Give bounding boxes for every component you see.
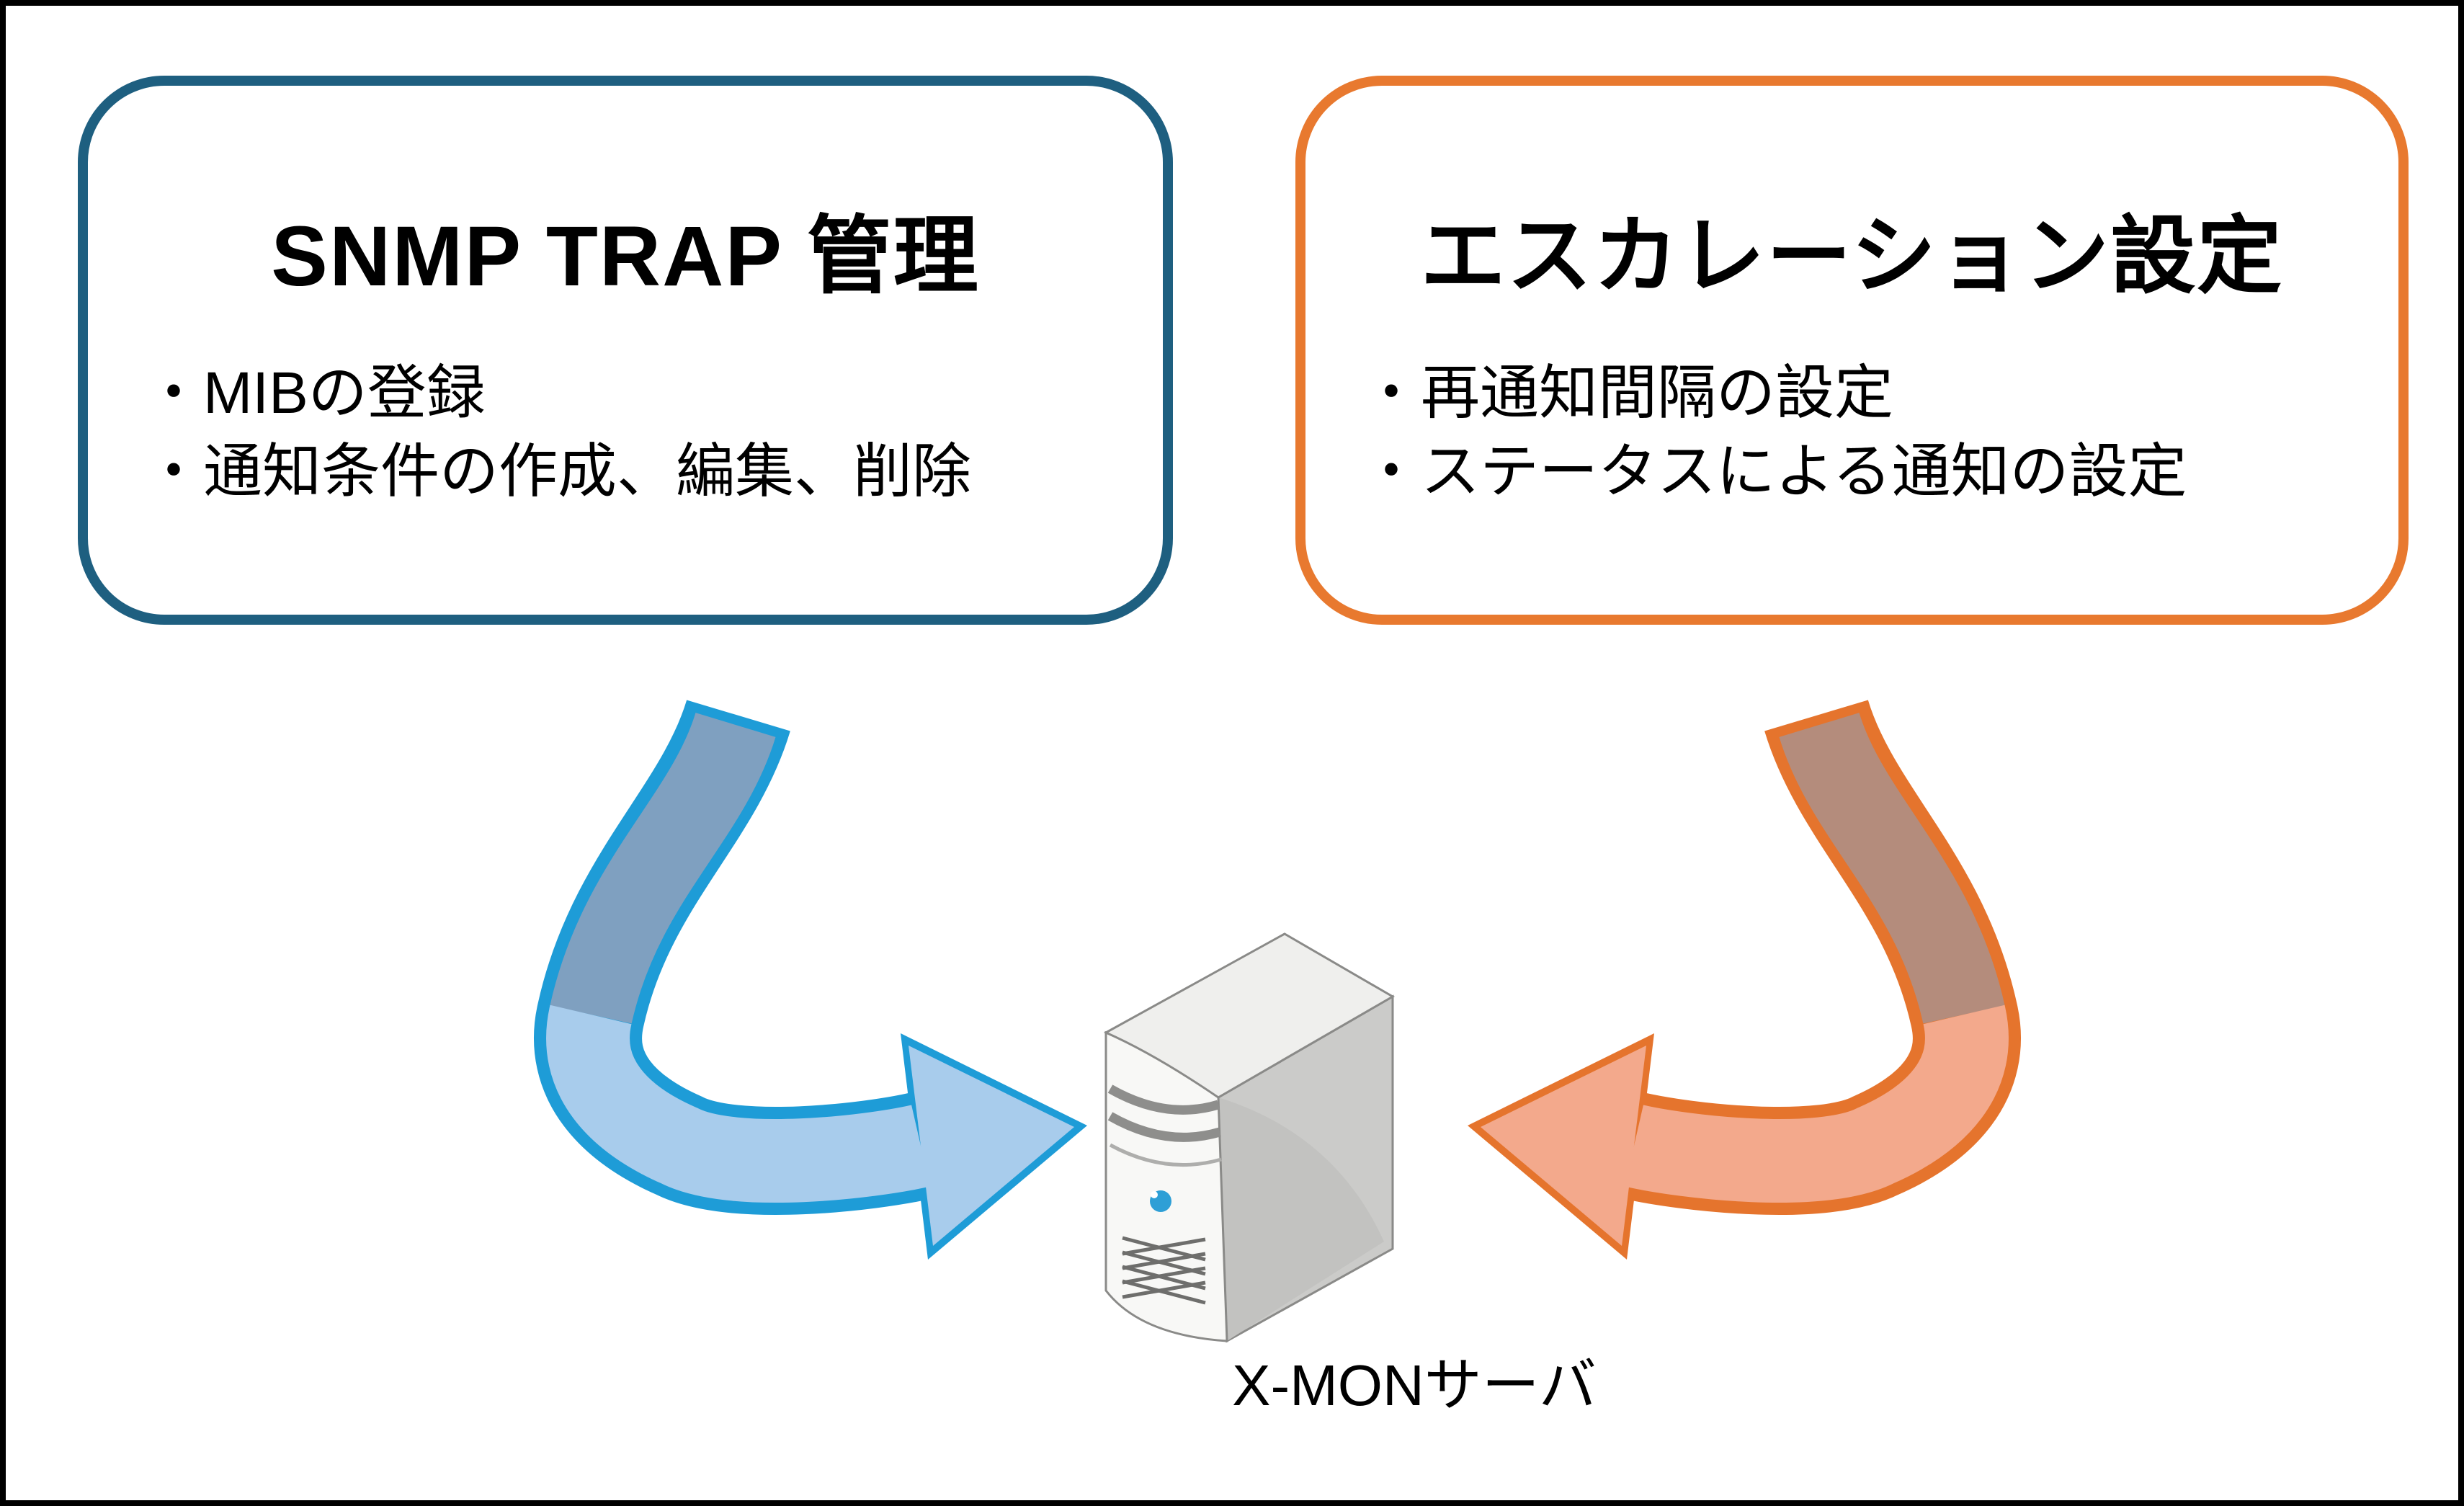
escalation-items: ・再通知間隔の設定 ・ステータスによる通知の設定	[1362, 354, 2377, 511]
escalation-item: ・再通知間隔の設定	[1362, 360, 1894, 426]
orange-curved-arrow-icon	[1468, 698, 2021, 1260]
arrow-band-dark	[1779, 711, 2005, 1025]
blue-curved-arrow-icon	[534, 698, 1087, 1260]
snmp-trap-box: SNMP TRAP 管理 ・MIBの登録 ・通知条件の作成、編集、削除	[78, 76, 1173, 625]
server-bezel-line	[1109, 1143, 1222, 1167]
snmp-trap-title: SNMP TRAP 管理	[271, 209, 980, 304]
server-side-shade	[1218, 1097, 1384, 1341]
server-grille	[1122, 1236, 1206, 1305]
server-power-led-highlight	[1151, 1191, 1158, 1198]
escalation-box: エスカレーション設定 ・再通知間隔の設定 ・ステータスによる通知の設定	[1295, 76, 2409, 625]
snmp-trap-items: ・MIBの登録 ・通知条件の作成、編集、削除	[144, 354, 1141, 511]
escalation-item: ・ステータスによる通知の設定	[1362, 439, 2187, 505]
snmp-trap-item: ・MIBの登録	[144, 360, 486, 426]
arrow-band-light	[1625, 1004, 2009, 1203]
escalation-title: エスカレーション設定	[1420, 209, 2284, 304]
server-drive-bay	[1107, 1112, 1221, 1142]
server-drive-bay	[1107, 1084, 1220, 1115]
arrow-band-dark	[550, 711, 776, 1025]
arrow-head-fill	[909, 1046, 1074, 1246]
arrow-head-fill	[1481, 1046, 1646, 1246]
arrow-band-light	[546, 1004, 930, 1203]
server-label: X-MONサーバ	[1232, 1353, 1597, 1417]
server-tower-icon	[1103, 932, 1395, 1343]
snmp-trap-item: ・通知条件の作成、編集、削除	[144, 439, 972, 505]
